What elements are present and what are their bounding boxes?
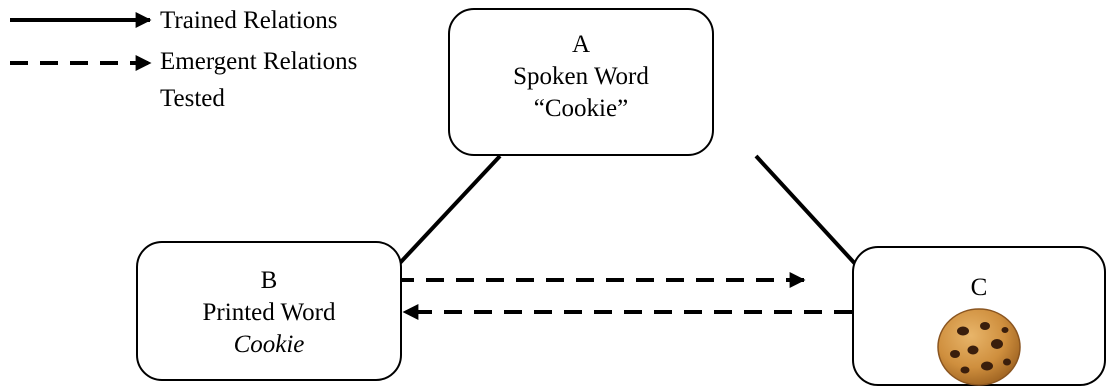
node-a-word: “Cookie”: [533, 95, 629, 122]
legend-trained-label: Trained Relations: [160, 7, 338, 34]
node-a-title: Spoken Word: [513, 63, 649, 90]
legend-emergent-label: Emergent Relations: [160, 48, 358, 75]
node-c-picture: C: [852, 246, 1106, 386]
node-a-letter: A: [571, 31, 591, 58]
node-a-spoken-word: A Spoken Word “Cookie”: [448, 8, 714, 156]
legend-emergent-label-continued: Tested: [160, 85, 225, 112]
trained-arrow-a-to-b: [382, 154, 502, 282]
node-b-letter: B: [260, 267, 278, 294]
node-c-letter: C: [970, 274, 988, 301]
cookie-icon: [937, 308, 1021, 386]
trained-arrow-a-to-c: [754, 154, 872, 282]
node-b-title: Printed Word: [202, 299, 336, 326]
node-b-word: Cookie: [233, 331, 305, 358]
node-b-printed-word: B Printed Word Cookie: [136, 241, 402, 381]
